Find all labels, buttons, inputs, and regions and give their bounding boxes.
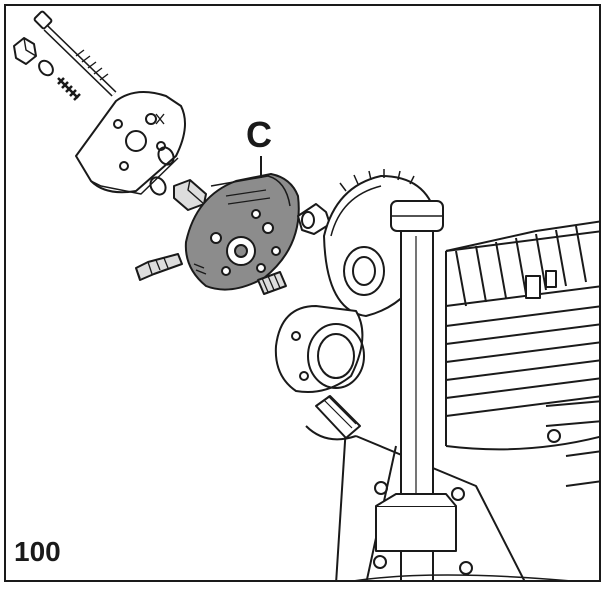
figure-number: 100 [14, 536, 61, 567]
valve-plate-c [184, 173, 300, 291]
side-fitting-left [135, 253, 183, 281]
callout-label-c: C [246, 114, 272, 155]
vertical-tube [375, 200, 457, 580]
valve-insert [173, 179, 207, 211]
valve-spring-bottom [257, 271, 287, 295]
o-ring-pair [149, 146, 175, 196]
exploded-view-drawing [13, 10, 599, 580]
cap-nut [13, 37, 37, 65]
head-cover [75, 91, 186, 195]
diagram-frame: C 100 [4, 4, 601, 582]
valve-spring-top [57, 77, 81, 101]
long-bolt [33, 10, 117, 97]
pipe-fitting [315, 395, 361, 439]
small-o-ring [38, 59, 54, 77]
